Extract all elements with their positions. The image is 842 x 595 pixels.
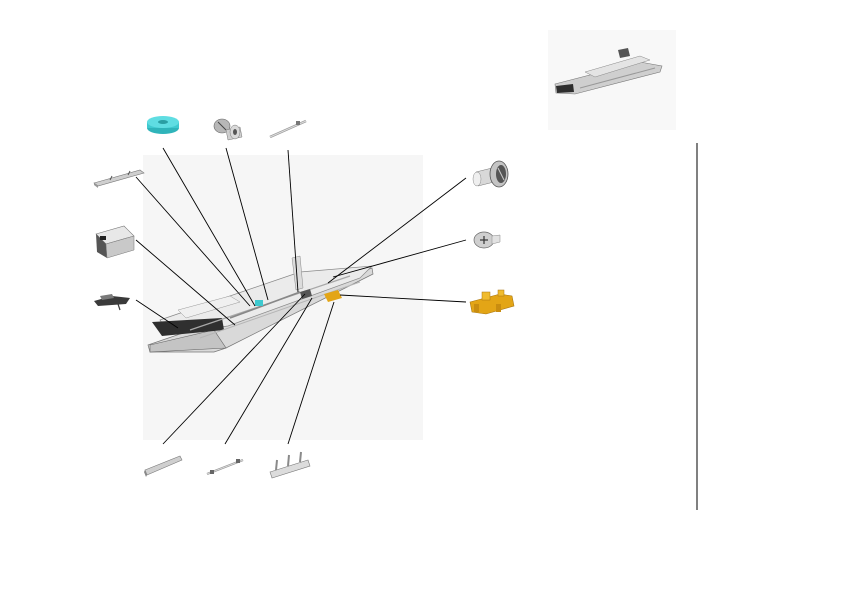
orange-bracket — [469, 289, 515, 315]
small-screw — [473, 231, 501, 249]
leader-line — [225, 147, 269, 301]
pin-shaft — [206, 458, 244, 476]
cover-block — [95, 225, 135, 259]
dark-lever — [94, 294, 130, 311]
leader-line — [327, 177, 467, 284]
leader-line — [287, 301, 335, 445]
leader-line — [287, 149, 299, 293]
leader-line — [339, 294, 467, 303]
comb-guide — [269, 451, 311, 479]
pan-screw — [213, 118, 243, 141]
leader-line — [162, 147, 256, 307]
flanged-screw — [472, 160, 509, 188]
leader-line — [162, 293, 306, 445]
flat-plate — [93, 169, 145, 188]
thin-shaft — [269, 119, 307, 139]
leader-line — [135, 176, 251, 307]
leader-lines — [135, 147, 467, 445]
leader-line — [224, 297, 313, 445]
leader-line — [135, 239, 236, 326]
leader-line — [135, 299, 179, 329]
thumbnail-assembly — [554, 48, 663, 95]
leader-line — [332, 239, 467, 278]
square-rod — [144, 455, 183, 477]
cyan-roller — [147, 116, 179, 134]
